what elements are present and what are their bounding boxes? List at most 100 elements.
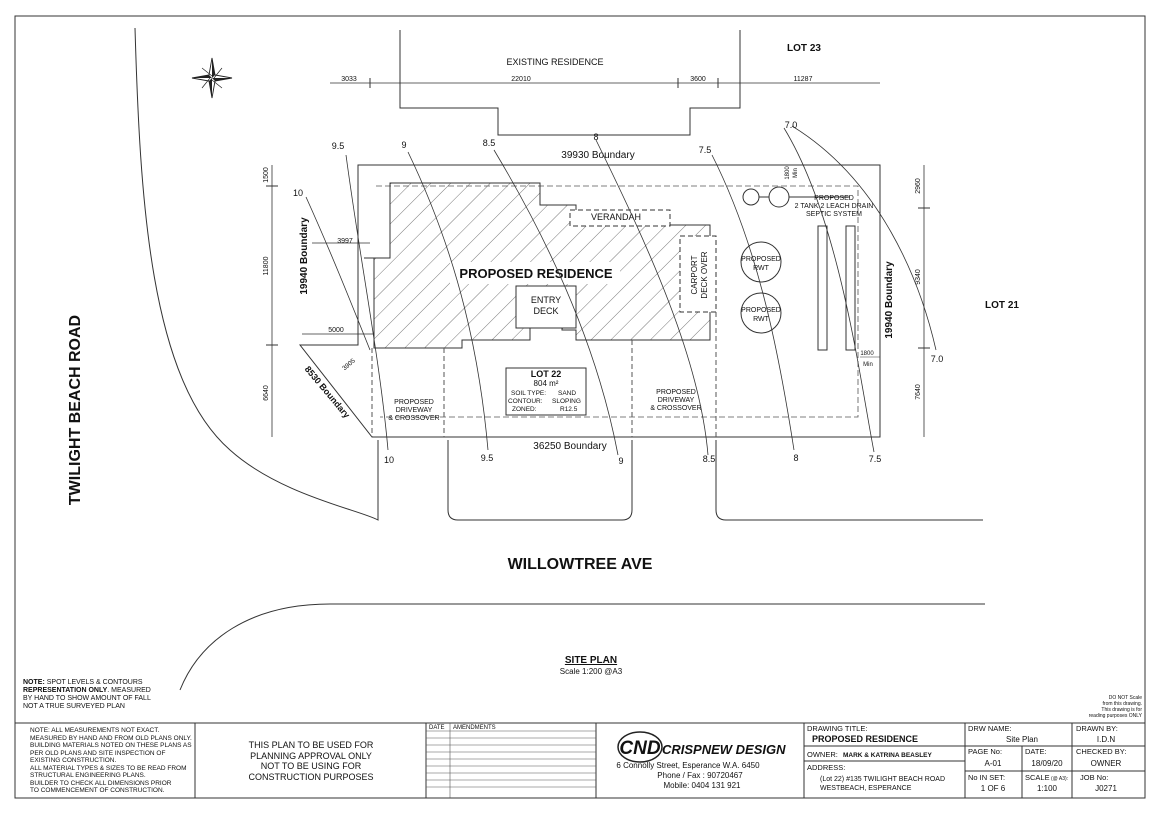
drw-name-label: DRW NAME: bbox=[968, 724, 1012, 733]
page-no-value: A-01 bbox=[985, 759, 1002, 768]
dim-11800: 11800 bbox=[263, 256, 270, 275]
soil-type-value: SAND bbox=[558, 390, 576, 397]
drw-name-value: Site Plan bbox=[1006, 735, 1038, 744]
rwt1-label-1: PROPOSED bbox=[741, 256, 781, 263]
company-address: 6 Connolly Street, Esperance W.A. 6450 bbox=[616, 761, 760, 770]
measurements-note: NOTE: ALL MEASUREMENTS NOT EXACT. MEASUR… bbox=[30, 727, 192, 794]
contour-top-4: 7.5 bbox=[699, 145, 712, 155]
setback-line bbox=[376, 185, 859, 418]
owner-value: MARK & KATRINA BEASLEY bbox=[843, 752, 932, 759]
leach-drain-2 bbox=[845, 225, 856, 351]
date-value: 18/09/20 bbox=[1031, 759, 1063, 768]
company-phone: Phone / Fax : 90720467 bbox=[657, 771, 743, 780]
scale-sub-label: (@ A3): bbox=[1051, 776, 1068, 782]
dim-11287: 11287 bbox=[794, 76, 813, 83]
contour-top-1: 9 bbox=[401, 140, 406, 150]
title-block-frame bbox=[15, 722, 1145, 798]
page-no-label: PAGE No: bbox=[968, 747, 1002, 756]
contour-lines bbox=[305, 125, 937, 456]
road-kerb-twilight bbox=[134, 27, 379, 521]
soil-type-label: SOIL TYPE: bbox=[511, 390, 546, 397]
septic-label-1: PROPOSED bbox=[814, 195, 854, 202]
company-mobile: Mobile: 0404 131 921 bbox=[664, 781, 742, 790]
north-arrow-icon bbox=[191, 57, 233, 99]
willowtree-ave-label: WILLOWTREE AVE bbox=[508, 556, 653, 573]
driveway-left-label-3: & CROSSOVER bbox=[388, 415, 439, 422]
drawing-title: PROPOSED RESIDENCE bbox=[812, 734, 918, 744]
septic-tank-2 bbox=[768, 186, 790, 208]
spot-levels-note: NOTE: SPOT LEVELS & CONTOURS REPRESENTAT… bbox=[23, 679, 193, 711]
boundary-left-label: 19940 Boundary bbox=[299, 217, 310, 295]
dim-3033: 3033 bbox=[341, 76, 357, 83]
amend-header: AMENDMENTS bbox=[453, 725, 496, 731]
do-not-scale-note: DO NOT Scale from this drawing. This dra… bbox=[1088, 695, 1142, 719]
septic-label-2: 2 TANK 2 LEACH DRAIN bbox=[795, 203, 874, 210]
contour-top-2: 8.5 bbox=[483, 138, 496, 148]
carport bbox=[679, 235, 717, 313]
job-no-value: J0271 bbox=[1095, 784, 1117, 793]
contour-bottom-2: 9 bbox=[618, 456, 623, 466]
driveway-left-label-2: DRIVEWAY bbox=[396, 407, 433, 414]
address-line-1: (Lot 22) #135 TWILIGHT BEACH ROAD bbox=[820, 776, 945, 783]
entry-deck-label-1: ENTRY bbox=[531, 295, 561, 305]
contour-value: SLOPING bbox=[552, 398, 581, 405]
driveway-right-label-3: & CROSSOVER bbox=[650, 405, 701, 412]
checked-by-label: CHECKED BY: bbox=[1076, 747, 1126, 756]
job-no-label: JOB No: bbox=[1080, 773, 1108, 782]
leach-drain-1 bbox=[817, 225, 828, 351]
dim-7640: 7640 bbox=[915, 384, 922, 400]
septic-label-3: SEPTIC SYSTEM bbox=[806, 211, 862, 218]
contour-label: CONTOUR: bbox=[508, 398, 543, 405]
dim-2960: 2960 bbox=[915, 178, 922, 194]
boundary-top-label: 39930 Boundary bbox=[561, 150, 634, 161]
contour-top-5: 7.0 bbox=[785, 120, 798, 130]
contour-right: 7.0 bbox=[931, 354, 944, 364]
contour-top-3: 8 bbox=[593, 132, 598, 142]
amendments-table bbox=[426, 723, 596, 798]
septic-tank-1 bbox=[742, 188, 760, 206]
contour-left: 10 bbox=[293, 188, 303, 198]
boundary-right-label: 19940 Boundary bbox=[884, 261, 895, 339]
contour-bottom-4: 8 bbox=[793, 453, 798, 463]
scale-value: 1:100 bbox=[1037, 784, 1058, 793]
rwt2-label-1: PROPOSED bbox=[741, 307, 781, 314]
logo-text: CND bbox=[619, 738, 660, 759]
site-plan-title: SITE PLAN bbox=[565, 655, 617, 666]
boundary-corner-label: 8530 Boundary bbox=[303, 364, 352, 420]
existing-residence-outline bbox=[399, 30, 741, 136]
date-label: DATE: bbox=[1025, 747, 1047, 756]
driveway-right-label-1: PROPOSED bbox=[656, 389, 696, 396]
cnd-logo: CND bbox=[617, 731, 663, 763]
company-name: CRISPNEW DESIGN bbox=[662, 742, 786, 757]
dim-3905: 3905 bbox=[341, 357, 357, 372]
proposed-residence-label: PROPOSED RESIDENCE bbox=[459, 266, 612, 281]
owner-label: OWNER: bbox=[807, 750, 838, 759]
amend-date-header: DATE bbox=[429, 725, 445, 731]
dim-22010: 22010 bbox=[511, 76, 531, 83]
no-in-set-value: 1 OF 6 bbox=[981, 784, 1006, 793]
rwt1-label-2: RWT bbox=[753, 265, 770, 272]
kerb-right bbox=[715, 440, 983, 521]
contour-bottom-1: 9.5 bbox=[481, 453, 494, 463]
contour-bottom-0: 10 bbox=[384, 455, 394, 465]
carport-label-1: CARPORT bbox=[690, 255, 699, 294]
contour-bottom-5: 7.5 bbox=[869, 454, 882, 464]
address-label: ADDRESS: bbox=[807, 763, 845, 772]
spot-note-line: REPRESENTATION ONLY. MEASURED bbox=[23, 687, 151, 694]
verandah bbox=[569, 209, 671, 227]
dim-3600: 3600 bbox=[690, 76, 706, 83]
dim-5000: 5000 bbox=[328, 327, 344, 334]
contour-top-0: 9.5 bbox=[332, 141, 345, 151]
kerb-willowtree-south bbox=[179, 603, 985, 691]
spot-note-line: NOT A TRUE SURVEYED PLAN bbox=[23, 703, 125, 710]
dim-1800-b: 1800 bbox=[860, 351, 874, 357]
site-plan-scale: Scale 1:200 @A3 bbox=[560, 667, 623, 676]
zoned-label: ZONED: bbox=[512, 406, 537, 413]
entry-deck bbox=[515, 285, 577, 329]
no-in-set-label: No IN SET: bbox=[968, 773, 1005, 782]
boundary-bottom-label: 36250 Boundary bbox=[533, 441, 606, 452]
lot22-area: 804 m² bbox=[534, 379, 559, 388]
lot22-label: LOT 22 bbox=[531, 369, 562, 379]
